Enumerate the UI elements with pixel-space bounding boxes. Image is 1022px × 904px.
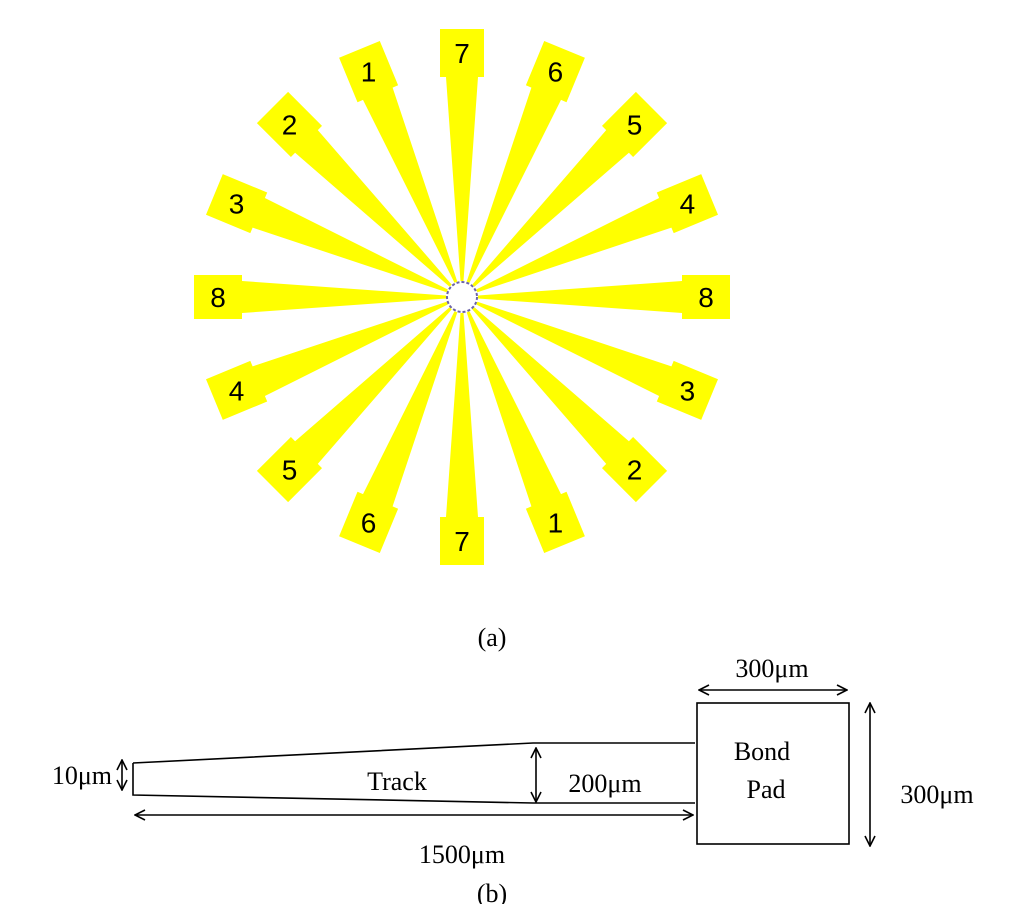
electrode-11	[256, 307, 452, 503]
pad-label-line1: Bond	[734, 737, 790, 766]
electrode-label-8: 1	[548, 507, 564, 538]
electrode-label-5: 8	[698, 282, 714, 313]
track-pad-detail: Track Bond Pad 10μm 200μm 1500μm 300μm 3…	[52, 654, 974, 904]
electrode-12	[206, 301, 448, 420]
electrode-6	[476, 301, 718, 420]
electrode-label-6: 3	[680, 375, 696, 406]
electrode-label-3: 5	[627, 110, 643, 141]
electrode-8	[466, 311, 585, 553]
track-shape	[132, 742, 695, 804]
electrode-label-16: 1	[361, 57, 377, 88]
pad-label-line2: Pad	[747, 775, 786, 804]
electrode-4	[476, 174, 718, 293]
electrode-label-11: 5	[282, 455, 298, 486]
electrode-label-1: 7	[454, 38, 470, 69]
track-label: Track	[367, 767, 427, 796]
electrode-2	[466, 41, 585, 283]
electrode-16	[339, 41, 458, 283]
radial-electrode-array: 7 6 5 4 8 3 2 1 7 6 5 4 8 3 2 1	[194, 29, 730, 565]
electrode-label-9: 7	[454, 526, 470, 557]
electrode-7	[472, 307, 668, 503]
electrode-13	[194, 275, 446, 319]
electrode-5	[478, 275, 730, 319]
electrode-10	[339, 311, 458, 553]
center-well	[446, 281, 478, 313]
electrode-label-15: 2	[282, 110, 298, 141]
electrode-3	[472, 91, 668, 287]
electrode-label-13: 8	[210, 282, 226, 313]
dim-pad-height-label: 300μm	[900, 780, 973, 809]
electrode-label-14: 3	[229, 189, 245, 220]
bond-pad	[696, 702, 850, 845]
electrode-label-10: 6	[361, 507, 377, 538]
dim-tip-width-label: 10μm	[52, 761, 112, 790]
electrode-14	[206, 174, 448, 293]
electrode-label-2: 6	[548, 57, 564, 88]
electrode-label-12: 4	[229, 375, 245, 406]
electrode-1	[440, 29, 484, 281]
dim-track-length-label: 1500μm	[419, 840, 505, 869]
caption-b: (b)	[477, 879, 507, 904]
electrode-9	[440, 313, 484, 565]
electrode-label-4: 4	[680, 189, 696, 220]
electrode-label-7: 2	[627, 455, 643, 486]
dim-track-end-width-label: 200μm	[568, 769, 641, 798]
dim-pad-width-label: 300μm	[735, 654, 808, 683]
caption-a: (a)	[478, 623, 507, 652]
electrode-15	[256, 91, 452, 287]
